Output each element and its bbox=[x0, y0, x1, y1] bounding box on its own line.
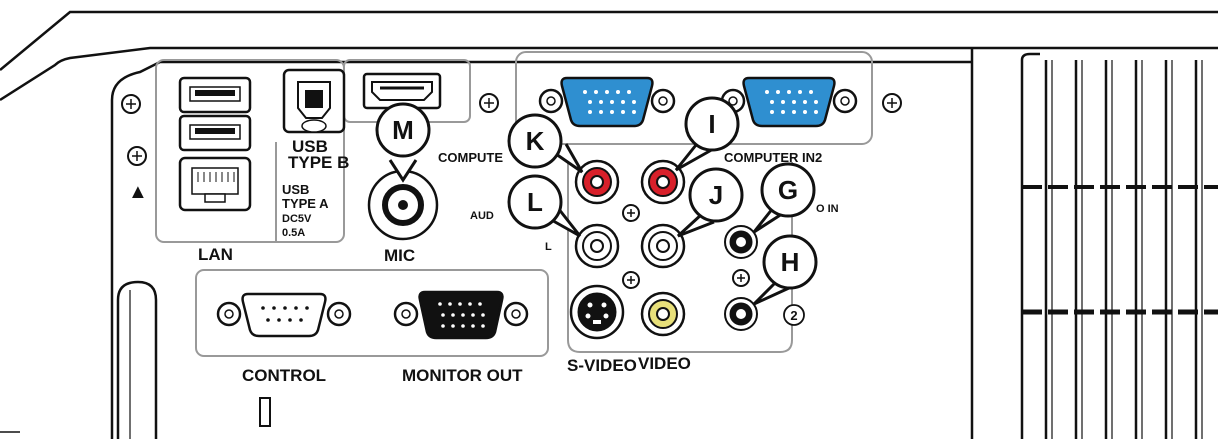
callout-j-letter: J bbox=[709, 180, 723, 210]
audio-in-l-jack-j[interactable] bbox=[640, 223, 686, 269]
label-computer-in1: COMPUTE bbox=[438, 150, 503, 165]
audio-in-r-jack-k[interactable] bbox=[574, 159, 620, 205]
mic-jack[interactable] bbox=[367, 169, 439, 241]
cable-strap bbox=[116, 280, 158, 439]
computer-in1-vga-port[interactable] bbox=[538, 76, 676, 128]
label-usb-a-line1: USB bbox=[282, 182, 309, 197]
screw bbox=[121, 94, 141, 114]
callout-i-letter: I bbox=[708, 109, 715, 139]
callout-g-letter: G bbox=[778, 175, 798, 205]
audio-in-l-jack-l[interactable] bbox=[574, 223, 620, 269]
callout-l: L bbox=[507, 174, 582, 238]
video-jack[interactable] bbox=[640, 291, 686, 337]
usb-type-a-ports[interactable] bbox=[178, 76, 252, 152]
label-lan: LAN bbox=[198, 245, 233, 264]
lan-port[interactable] bbox=[178, 156, 252, 212]
callout-h-letter: H bbox=[781, 247, 800, 277]
screw bbox=[127, 146, 147, 166]
label-audio-in: O IN bbox=[816, 203, 839, 215]
computer-in2-vga-port[interactable] bbox=[720, 76, 858, 128]
callout-h: H bbox=[752, 234, 818, 306]
callout-g: G bbox=[752, 162, 816, 234]
port-number-2-ring bbox=[783, 304, 805, 326]
usb-type-b-port[interactable] bbox=[282, 68, 346, 134]
label-computer-in2: COMPUTER IN2 bbox=[724, 150, 822, 165]
callout-j: J bbox=[676, 167, 744, 238]
housing-top-edge bbox=[0, 10, 1218, 71]
housing-inner-panel bbox=[110, 60, 972, 101]
label-usb-a-line4: 0.5A bbox=[282, 227, 305, 239]
s-video-port[interactable] bbox=[569, 284, 625, 340]
panel-av bbox=[567, 162, 793, 353]
label-s-video: S-VIDEO bbox=[567, 356, 637, 375]
panel-control-monitor bbox=[195, 269, 549, 357]
label-monitor-out: MONITOR OUT bbox=[402, 366, 523, 385]
callout-l-letter: L bbox=[527, 187, 543, 217]
label-usb-b-line1: USB bbox=[292, 137, 328, 156]
monitor-out-vga-port[interactable] bbox=[393, 290, 529, 340]
audio-in2-jack-h[interactable] bbox=[724, 297, 758, 331]
warning-mark: ▲ bbox=[128, 181, 148, 203]
screw bbox=[622, 204, 640, 222]
callout-k: K bbox=[507, 113, 584, 174]
label-audio: AUD bbox=[470, 210, 494, 222]
control-serial-port[interactable] bbox=[216, 292, 352, 338]
callout-m-letter: M bbox=[392, 115, 414, 145]
callout-m: M bbox=[375, 102, 431, 183]
vent-grille bbox=[1020, 52, 1218, 439]
screws bbox=[121, 93, 902, 289]
callout-i: I bbox=[674, 96, 740, 172]
label-usb-b-line2: TYPE B bbox=[288, 153, 349, 172]
label-control: CONTROL bbox=[242, 366, 326, 385]
screw bbox=[882, 93, 902, 113]
label-video: VIDEO bbox=[638, 354, 691, 373]
callout-k-letter: K bbox=[526, 126, 545, 156]
label-usb-a-line2: TYPE A bbox=[282, 196, 329, 211]
screw bbox=[479, 93, 499, 113]
screw bbox=[622, 271, 640, 289]
callouts: M K I L J G H bbox=[375, 96, 818, 306]
audio-in1-jack-g[interactable] bbox=[724, 225, 758, 259]
label-audio-l: L bbox=[545, 241, 552, 253]
label-port-number-2: 2 bbox=[790, 308, 797, 323]
housing-outer-left bbox=[0, 46, 1218, 102]
port-labels: LAN USB TYPE B USB TYPE A DC5V 0.5A MIC … bbox=[198, 137, 839, 385]
screw bbox=[732, 269, 750, 287]
audio-in-r-jack-i[interactable] bbox=[640, 159, 686, 205]
hdmi-port[interactable] bbox=[362, 72, 442, 110]
housing bbox=[0, 10, 1218, 439]
label-mic: MIC bbox=[384, 246, 415, 265]
vent-slat bbox=[1020, 52, 1040, 439]
label-usb-a-line3: DC5V bbox=[282, 213, 312, 225]
panel-lan-usb bbox=[155, 59, 345, 243]
security-slot bbox=[259, 397, 271, 427]
